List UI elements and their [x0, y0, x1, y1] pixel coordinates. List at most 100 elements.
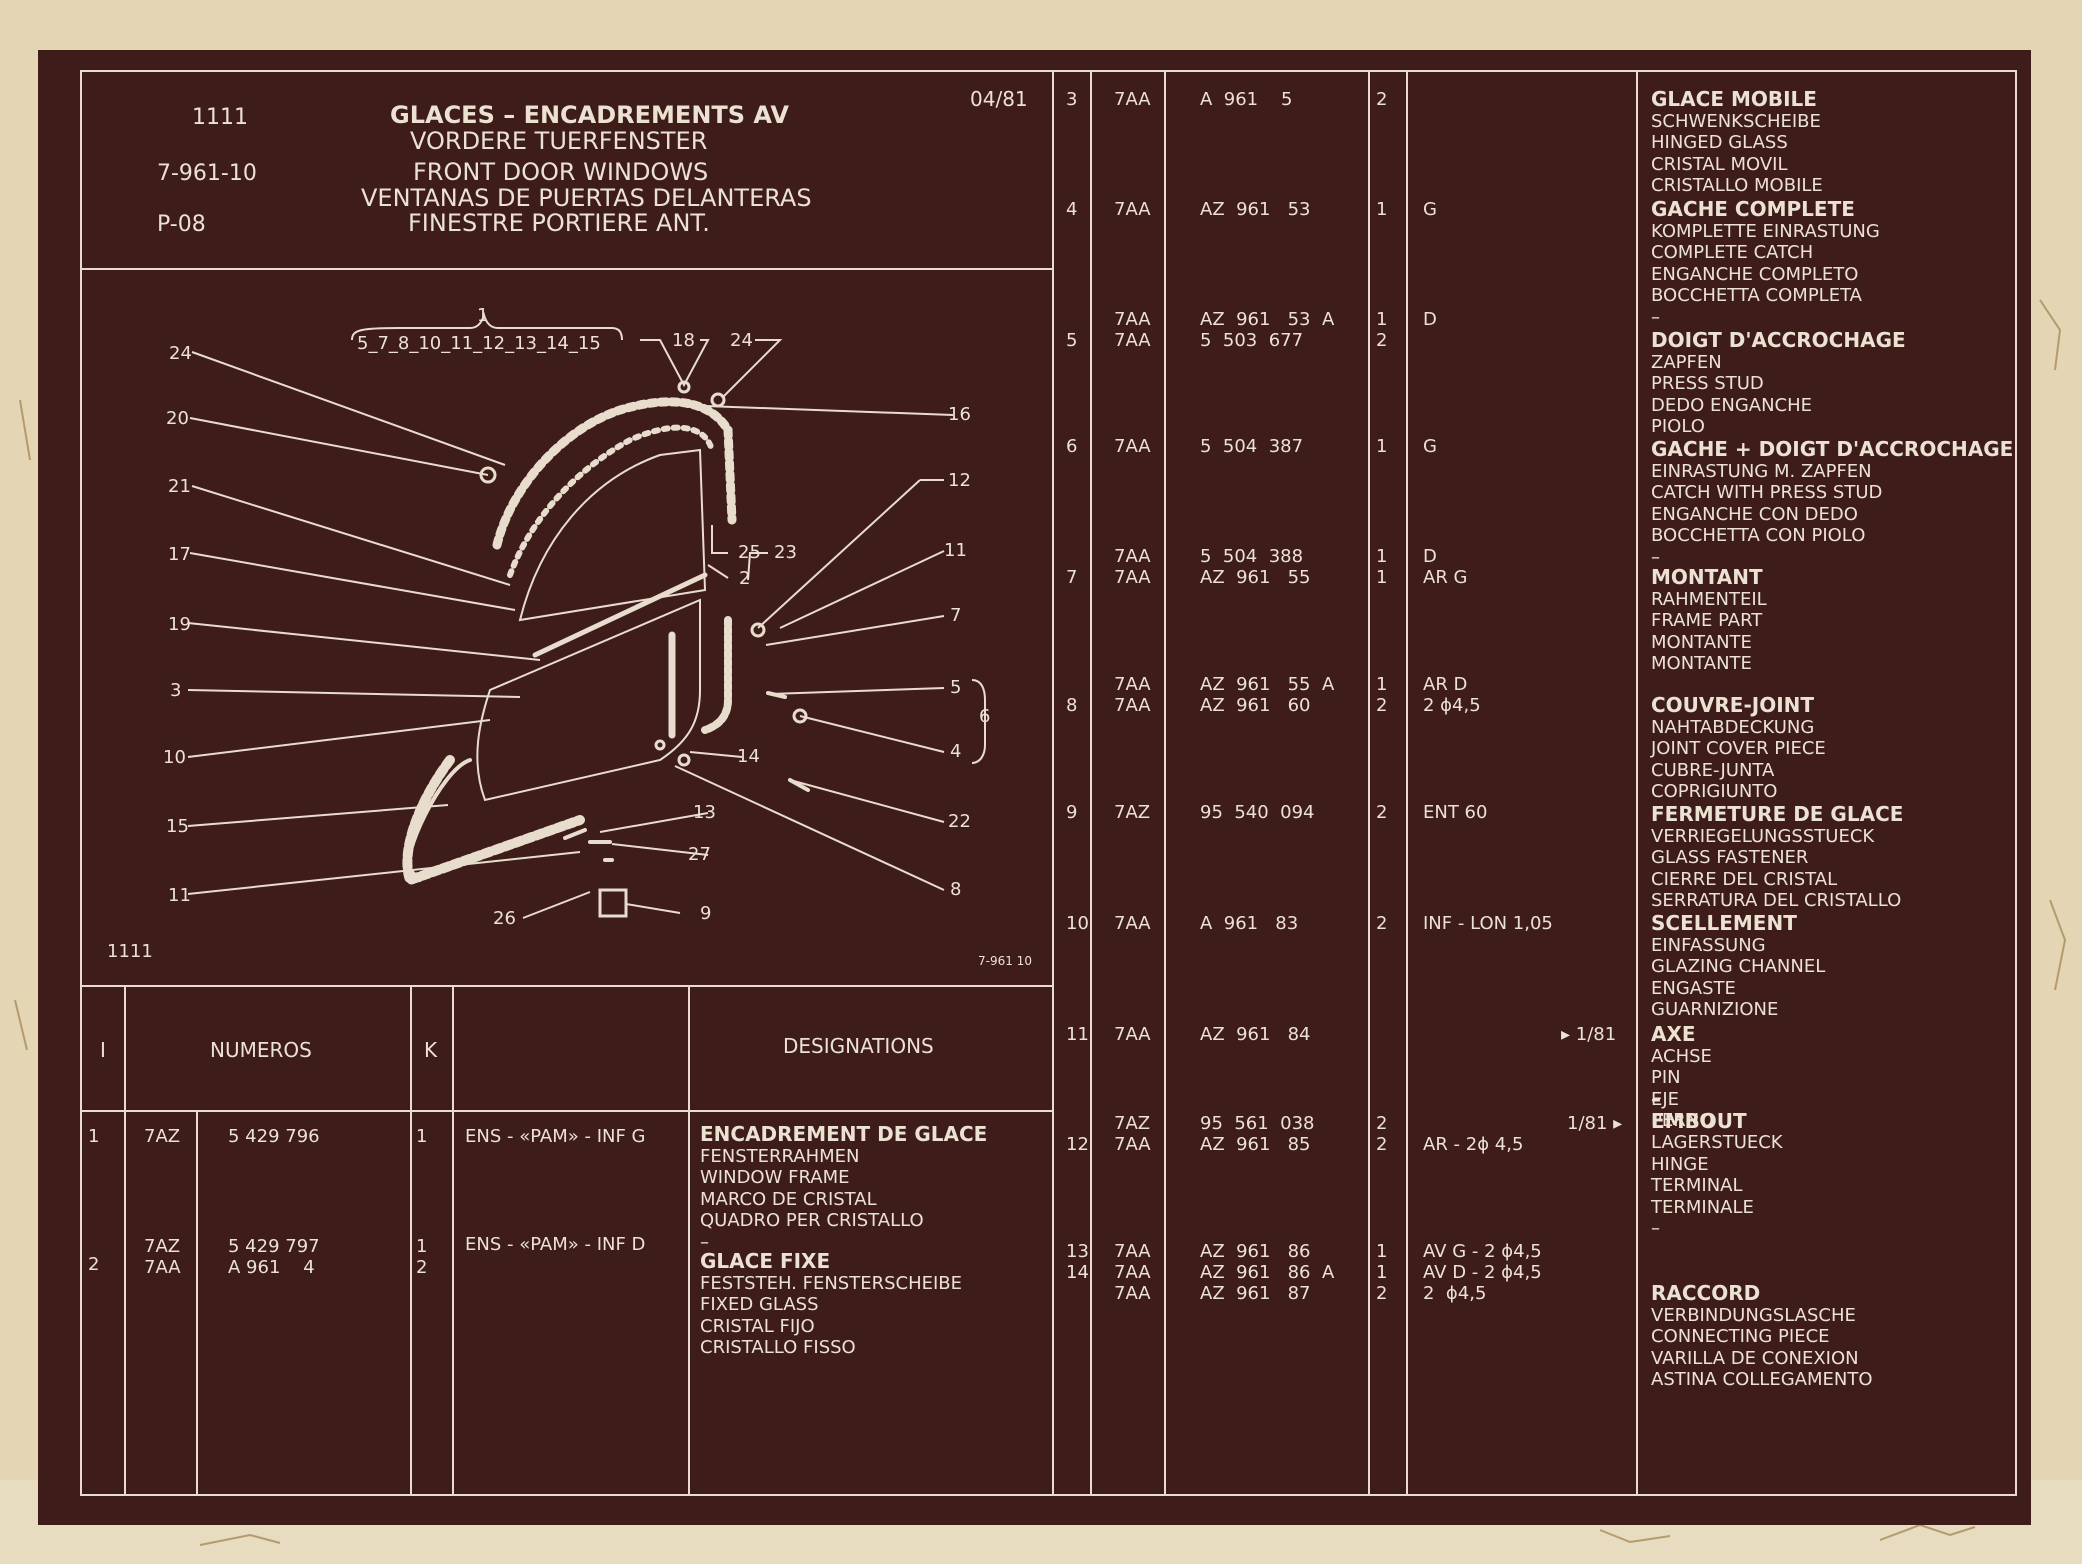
group-label: 1: [477, 305, 489, 326]
description-line: JOINT COVER PIECE: [1651, 738, 1826, 759]
sheet-date: 04/81: [970, 87, 1028, 111]
description-line: CIERRE DEL CRISTAL: [1651, 868, 1838, 890]
description-line: WINDOW FRAME: [700, 1167, 850, 1188]
border-left: [80, 70, 82, 1496]
right-row-13-number: AZ 961 86 AZ 961 86 A AZ 961 87: [1200, 1241, 1335, 1304]
header-k: K: [424, 1038, 438, 1062]
description-line: SCELLEMENT: [1651, 911, 1797, 935]
description-line: GUARNIZIONE: [1651, 999, 1779, 1020]
group-numbers: 5_7_8_10_11_12_13_14_15: [357, 333, 601, 354]
description-line: BOCCHETTA CON PIOLO: [1651, 525, 1866, 546]
right-row-13-note: AV G - 2 ϕ4,5 AV D - 2 ϕ4,5 2 ϕ4,5: [1423, 1241, 1542, 1304]
description-line: –: [1651, 546, 1660, 568]
description-line: PIN: [1651, 1067, 1681, 1088]
right-row-7-note: D AR G: [1423, 546, 1468, 588]
description-line: KOMPLETTE EINRASTUNG: [1651, 220, 1880, 242]
right-row-5-ref: 5: [1066, 330, 1078, 351]
description-line: CRISTALLO FISSO: [700, 1337, 856, 1358]
col-line-5: [688, 985, 690, 1496]
callout-13: 13: [693, 802, 716, 823]
left-row-2-note: ENS - «PAM» - INF D: [465, 1234, 646, 1255]
left-row-2-qty: 1 2: [416, 1236, 428, 1278]
right-row-9-qty: 2: [1376, 802, 1388, 823]
callout-24-top: 24: [730, 330, 753, 351]
description-line: QUADRO PER CRISTALLO: [700, 1210, 924, 1231]
left-row-1-qty: 1: [416, 1126, 428, 1147]
right-row-10-note: INF - LON 1,05: [1423, 913, 1553, 934]
callout-27: 27: [688, 844, 711, 865]
description-line: MARCO DE CRISTAL: [700, 1188, 877, 1210]
right-row-10-number: A 961 83: [1200, 913, 1299, 934]
title-it: FINESTRE PORTIERE ANT.: [408, 209, 710, 237]
description-line: VERRIEGELUNGSSTUECK: [1651, 825, 1875, 847]
description-line: ACHSE: [1651, 1045, 1712, 1067]
description-line: MONTANTE: [1651, 653, 1752, 674]
description-line: PRESS STUD: [1651, 373, 1764, 394]
description-line: –: [1651, 1218, 1660, 1239]
description-line: DOIGT D'ACCROCHAGE: [1651, 328, 1906, 352]
left-row-2-prefix: 7AZ 7AA: [144, 1236, 181, 1278]
description-line: CUBRE-JUNTA: [1651, 759, 1775, 781]
right-row-3-number: A 961 5: [1200, 89, 1293, 110]
callout-19: 19: [168, 614, 191, 635]
left-row-1-note: ENS - «PAM» - INF G: [465, 1126, 646, 1147]
callout-5: 5: [950, 677, 962, 698]
right-row-5-number: AZ 961 53 A 5 503 677: [1200, 309, 1335, 351]
description-line: FENSTERRAHMEN: [700, 1145, 860, 1167]
right-row-12-date-marker: 1/81 ▸: [1567, 1113, 1623, 1134]
description-line: FRAME PART: [1651, 610, 1763, 631]
description-line: ENCADREMENT DE GLACE: [700, 1122, 988, 1146]
description-line: ASTINA COLLEGAMENTO: [1651, 1369, 1873, 1390]
right-row-7-ref: 7: [1066, 567, 1078, 588]
description-line: MONTANTE: [1651, 631, 1752, 653]
callout-11: 11: [168, 885, 191, 906]
sheet-ref: 7-961-10: [157, 161, 257, 186]
col-line-4: [452, 985, 454, 1496]
description-line: SERRATURA DEL CRISTALLO: [1651, 890, 1902, 911]
description-line: ENGANCHE CON DEDO: [1651, 503, 1858, 525]
diagram-code: 1111: [107, 941, 153, 962]
description-line: DEDO ENGANCHE: [1651, 394, 1813, 416]
col-line-r4: [1406, 70, 1408, 1496]
callout-17: 17: [168, 544, 191, 565]
right-row-11-date-marker: ▸ 1/81: [1561, 1024, 1617, 1045]
col-line-3: [410, 985, 412, 1496]
callout-15: 15: [166, 816, 189, 837]
description-line: GACHE COMPLETE: [1651, 197, 1855, 221]
border-right: [2015, 70, 2017, 1496]
description-line: CRISTALLO MOBILE: [1651, 175, 1823, 196]
right-row-4-qty: 1: [1376, 199, 1388, 220]
right-row-5-note: D: [1423, 309, 1437, 330]
border-top: [80, 70, 2017, 72]
right-row-7-prefix: 7AA 7AA: [1114, 546, 1151, 588]
description-line: VARILLA DE CONEXION: [1651, 1347, 1859, 1369]
right-row-5-prefix: 7AA 7AA: [1114, 309, 1151, 351]
border-bottom: [80, 1494, 2017, 1496]
description-line: AXE: [1651, 1022, 1696, 1046]
right-row-9-number: 95 540 094: [1200, 802, 1315, 823]
right-row-6-number: 5 504 387: [1200, 436, 1304, 457]
description-line: GLASS FASTENER: [1651, 847, 1809, 868]
divider-table-header: [80, 1110, 1054, 1112]
description-line: COUVRE-JOINT: [1651, 693, 1815, 717]
right-row-3-prefix: 7AA: [1114, 89, 1151, 110]
description-line: FERMETURE DE GLACE: [1651, 802, 1904, 826]
callout-8: 8: [950, 879, 962, 900]
callout-6: 6: [979, 706, 991, 727]
right-row-8-note: AR D 2 ϕ4,5: [1423, 674, 1481, 716]
divider-header: [80, 268, 1054, 270]
right-row-4-number: AZ 961 53: [1200, 199, 1311, 220]
title-es: VENTANAS DE PUERTAS DELANTERAS: [361, 184, 812, 212]
right-row-8-ref: 8: [1066, 695, 1078, 716]
right-row-9-note: ENT 60: [1423, 802, 1488, 823]
title-fr: GLACES – ENCADREMENTS AV: [390, 101, 789, 129]
header-i: I: [100, 1038, 106, 1062]
left-row-2-ref: 2: [88, 1254, 100, 1275]
